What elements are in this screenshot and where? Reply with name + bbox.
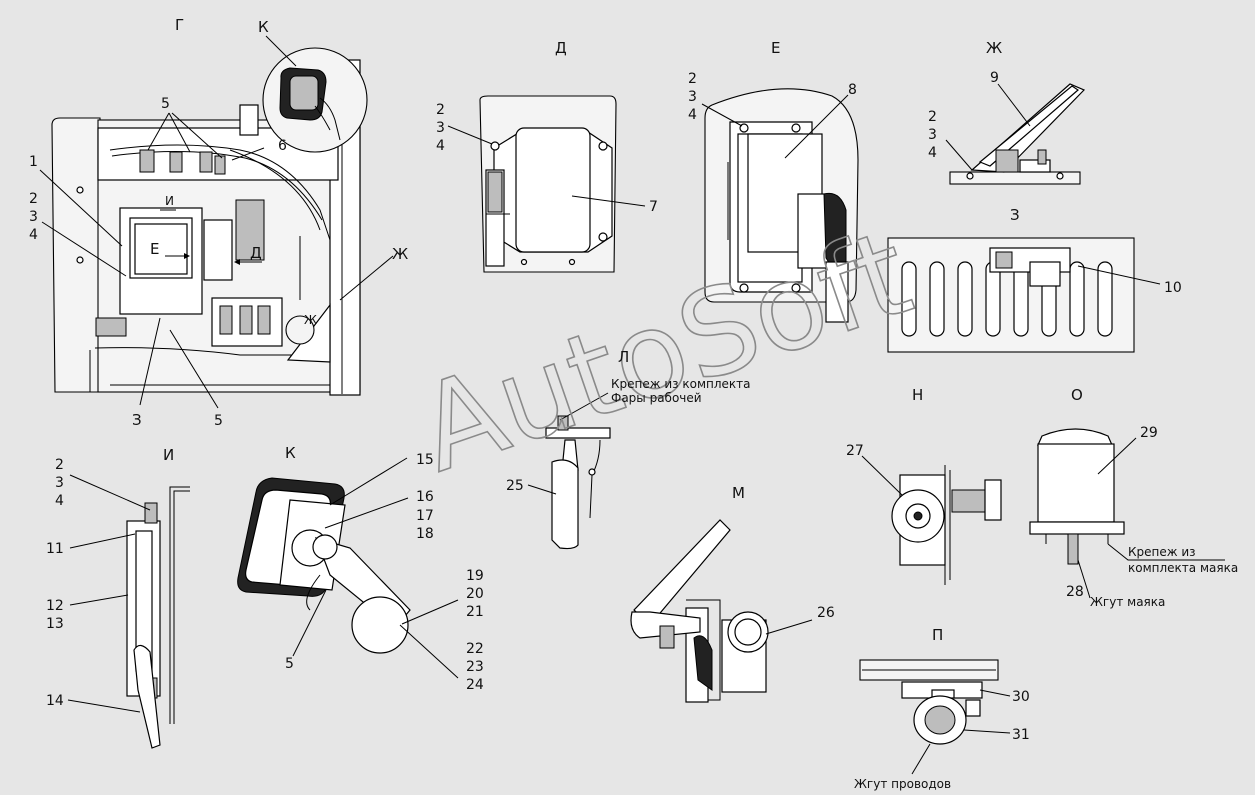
view-label-e: Е — [771, 39, 780, 57]
callout-3: 3 — [928, 127, 937, 143]
callout-4: 4 — [688, 107, 697, 123]
note-o-harness: Жгут маяка — [1090, 595, 1165, 609]
callout-20: 20 — [466, 586, 484, 602]
view-g-leaders — [39, 35, 394, 409]
inline-label-d: Д — [250, 244, 262, 262]
callout-28: 28 — [1066, 584, 1084, 600]
callout-19: 19 — [466, 568, 484, 584]
callout-4: 4 — [55, 493, 64, 509]
callout-4: 4 — [436, 138, 445, 154]
view-label-l: Л — [618, 348, 629, 366]
view-label-o: О — [1071, 386, 1083, 404]
callout-3: 3 — [29, 209, 38, 225]
callout-5: 5 — [161, 96, 170, 112]
callout-5: 5 — [285, 656, 294, 672]
callout-30: 30 — [1012, 689, 1030, 705]
note-l-fastener-1: Крепеж из комплекта — [611, 377, 751, 391]
view-i-drawing — [67, 474, 190, 749]
view-z-drawing — [887, 237, 1161, 353]
callout-3: 3 — [55, 475, 64, 491]
callout-17: 17 — [416, 508, 434, 524]
callout-24: 24 — [466, 677, 484, 693]
view-p-drawing — [859, 659, 1011, 775]
callout-12: 12 — [46, 598, 64, 614]
note-o-fastener-1: Крепеж из — [1128, 545, 1196, 559]
view-label-k-top: К — [258, 18, 269, 36]
callout-1: 1 — [29, 154, 38, 170]
view-label-p: П — [932, 626, 943, 644]
callout-21: 21 — [466, 604, 484, 620]
callout-2: 2 — [928, 109, 937, 125]
view-label-z: З — [1010, 206, 1020, 224]
vent-slot — [985, 261, 1001, 337]
view-label-k: К — [285, 444, 296, 462]
callout-13: 13 — [46, 616, 64, 632]
callout-5: 5 — [214, 413, 223, 429]
callout-10: 10 — [1164, 280, 1182, 296]
view-k-drawing — [237, 457, 459, 679]
view-label-n: Н — [912, 386, 923, 404]
note-o-fastener-2: комплекта маяка — [1128, 561, 1238, 575]
vent-slot — [957, 261, 973, 337]
vent-slot — [929, 261, 945, 337]
view-label-zh: Ж — [986, 39, 1002, 57]
note-p-harness: Жгут проводов — [854, 777, 951, 791]
view-d-drawing — [447, 95, 646, 273]
view-m-drawing — [630, 519, 813, 703]
callout-2: 2 — [436, 102, 445, 118]
callout-16: 16 — [416, 489, 434, 505]
callout-2: 2 — [55, 457, 64, 473]
view-l-drawing — [527, 392, 611, 550]
view-label-d: Д — [555, 39, 567, 57]
view-o-drawing — [1029, 428, 1225, 599]
inline-label-zh: Ж — [304, 313, 317, 327]
callout-8: 8 — [848, 82, 857, 98]
callout-2: 2 — [29, 191, 38, 207]
view-label-g: Г — [175, 16, 184, 34]
callout-3: 3 — [436, 120, 445, 136]
callout-4: 4 — [29, 227, 38, 243]
callout-6: 6 — [278, 138, 287, 154]
view-n-drawing — [861, 455, 1002, 585]
view-g-drawing — [51, 47, 368, 396]
callout-3: 3 — [688, 89, 697, 105]
callout-22: 22 — [466, 641, 484, 657]
callout-9: 9 — [990, 70, 999, 86]
callout-27: 27 — [846, 443, 864, 459]
vent-slot — [901, 261, 917, 337]
callout-23: 23 — [466, 659, 484, 675]
view-label-m: М — [732, 484, 745, 502]
callout-14: 14 — [46, 693, 64, 709]
view-e-drawing — [701, 88, 859, 323]
label-z-bottom: З — [132, 411, 142, 429]
callout-18: 18 — [416, 526, 434, 542]
vent-slot — [1097, 261, 1113, 337]
callout-7: 7 — [649, 199, 658, 215]
inline-label-e: Е — [150, 240, 159, 258]
callout-11: 11 — [46, 541, 64, 557]
inline-label-i: И — [165, 194, 174, 208]
label-zh-g: Ж — [392, 245, 408, 263]
callout-4: 4 — [928, 145, 937, 161]
view-zh-drawing — [945, 83, 1086, 185]
note-l-fastener-2: Фары рабочей — [611, 391, 702, 405]
view-label-i: И — [163, 446, 174, 464]
callout-31: 31 — [1012, 727, 1030, 743]
vent-slot — [1069, 261, 1085, 337]
callout-26: 26 — [817, 605, 835, 621]
callout-15: 15 — [416, 452, 434, 468]
callout-29: 29 — [1140, 425, 1158, 441]
callout-25: 25 — [506, 478, 524, 494]
callout-2: 2 — [688, 71, 697, 87]
vent-slot — [1013, 261, 1029, 337]
